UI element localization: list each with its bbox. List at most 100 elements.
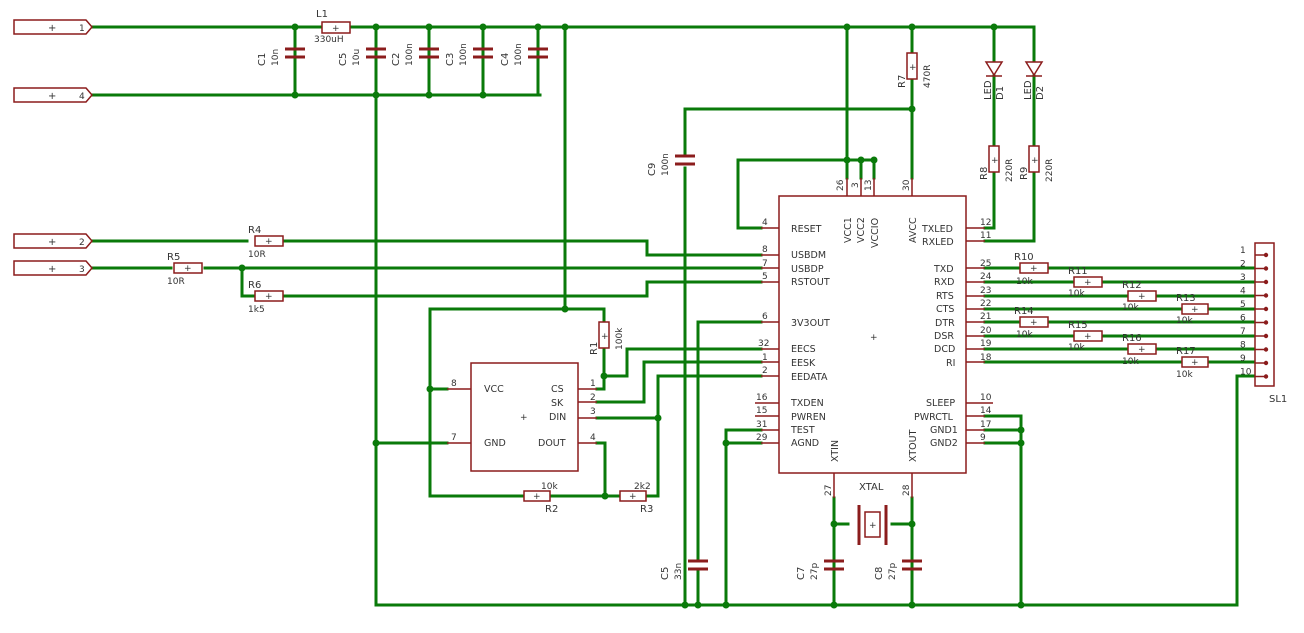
ic-pin-name: DTR: [935, 318, 955, 329]
resistor-body: [1073, 276, 1103, 288]
resistor-value: 10k: [541, 482, 558, 492]
junction: [479, 23, 487, 31]
resistor-body: [1019, 262, 1049, 274]
ic-pin-name: EESK: [791, 358, 816, 369]
header-pin-num: 8: [1240, 341, 1246, 351]
capacitor-plates: [285, 47, 305, 59]
wire-cs-pin: [595, 374, 606, 391]
part-center: +: [533, 492, 541, 502]
header-pin-dot: [1263, 279, 1269, 285]
ic-pin-name: USBDP: [791, 264, 824, 275]
junction: [534, 23, 542, 31]
ic-pin-num: 19: [980, 339, 992, 349]
capacitor-c5-top: C5 10u: [338, 47, 386, 66]
resistor-body: [1181, 356, 1209, 368]
resistor-name: R12: [1122, 280, 1142, 291]
resistor-name: R16: [1122, 333, 1142, 344]
resistor-body: [254, 290, 284, 302]
junction: [843, 23, 851, 31]
header-pin-num: 2: [1240, 260, 1246, 270]
junction: [843, 156, 851, 164]
resistor-r16: + R16 10k: [1122, 333, 1157, 367]
junction: [238, 264, 246, 272]
ic-pin-num: 32: [758, 339, 769, 349]
capacitor-value: 100n: [514, 43, 524, 66]
led-name: D1: [995, 86, 1006, 100]
capacitor-plates: [528, 47, 548, 59]
capacitor-value: 10n: [271, 49, 281, 66]
ic-pin-num: 17: [980, 420, 991, 430]
capacitor-c4: C4 100n: [500, 43, 548, 66]
ic-pin-num: 12: [980, 218, 991, 228]
capacitor-name: C7: [796, 567, 807, 580]
capacitor-value: 100n: [405, 43, 415, 66]
ic-pin-num: 22: [980, 299, 991, 309]
junction: [681, 601, 689, 609]
ic-pin-name: VCCIO: [870, 218, 881, 248]
capacitor-c2: C2 100n: [391, 43, 439, 66]
junction: [425, 91, 433, 99]
part-center: +: [332, 24, 340, 34]
led-triangle: [984, 61, 1004, 77]
ic-pin-num: 8: [762, 245, 768, 255]
ic-pin-num: 31: [756, 420, 767, 430]
capacitor-plates: [902, 559, 922, 571]
header-pin-dot: [1263, 374, 1269, 379]
junctions: [238, 23, 1025, 609]
capacitor-value: 27p: [810, 563, 820, 580]
resistor-r11: + R11 10k: [1068, 266, 1103, 299]
ic-pin-num: 4: [762, 218, 768, 228]
ic-pin-name: 3V3OUT: [791, 318, 830, 329]
header-pin-num: 10: [1240, 368, 1252, 378]
capacitor-plates: [675, 154, 695, 166]
ic-pin-num: 9: [980, 433, 986, 443]
resistor-r5: + R5 10R: [167, 252, 203, 287]
resistor-name: R4: [248, 225, 261, 236]
ic-pin-name: AVCC: [908, 217, 919, 243]
junction: [372, 439, 380, 447]
resistor-name: R5: [167, 252, 180, 263]
ic-pin-num: 7: [762, 259, 768, 269]
resistor-value: 10k: [1016, 277, 1033, 287]
ic-pin-num: 28: [902, 484, 912, 496]
junction: [425, 23, 433, 31]
junction: [990, 23, 998, 31]
eeprom-chip: + VCC 8 GND 7 CS 1 SK 2 DIN 3 DOUT 4: [447, 362, 597, 472]
connector-body: [13, 19, 93, 35]
part-center: +: [1138, 292, 1146, 302]
junction: [694, 601, 702, 609]
junction: [561, 305, 569, 313]
ic-pin-name: USBDM: [791, 250, 826, 261]
wire-r1-cs: [602, 346, 763, 378]
junction: [830, 601, 838, 609]
eeprom-pin-num: 1: [590, 379, 596, 389]
ic-bottom-pins: [833, 473, 913, 498]
resistor-value: 10k: [1122, 303, 1139, 313]
junction: [1017, 601, 1025, 609]
ic-pin-name: PWREN: [791, 412, 826, 423]
resistor-value: 10R: [248, 250, 266, 260]
resistor-body: [1028, 145, 1040, 173]
resistor-r10: + R10 10k: [1014, 252, 1049, 287]
capacitor-name: C5: [660, 567, 671, 580]
eeprom-body: [470, 362, 579, 472]
junction: [372, 91, 380, 99]
wire-eesk: [595, 360, 763, 404]
ic-pin-name: RESET: [791, 224, 822, 235]
inductor-l1: + L1 330uH: [314, 9, 351, 45]
eeprom-pin-num: 3: [590, 407, 596, 417]
junction: [1017, 439, 1025, 447]
header-pin-num: 5: [1240, 300, 1246, 310]
inductor-value: 330uH: [314, 35, 344, 45]
resistor-value: 10k: [1068, 289, 1085, 299]
ic-pin-num: 14: [980, 406, 992, 416]
wire-dout: [595, 441, 607, 498]
junction: [857, 156, 865, 164]
resistor-r8: + R8 220R: [979, 145, 1015, 182]
eeprom-pin-name: DIN: [549, 412, 566, 423]
resistor-r12: + R12 10k: [1122, 280, 1157, 313]
ic-body: [778, 195, 967, 474]
connector-pin: 3: [79, 265, 85, 275]
part-center: +: [265, 237, 273, 247]
resistor-value: 100k: [615, 327, 625, 350]
